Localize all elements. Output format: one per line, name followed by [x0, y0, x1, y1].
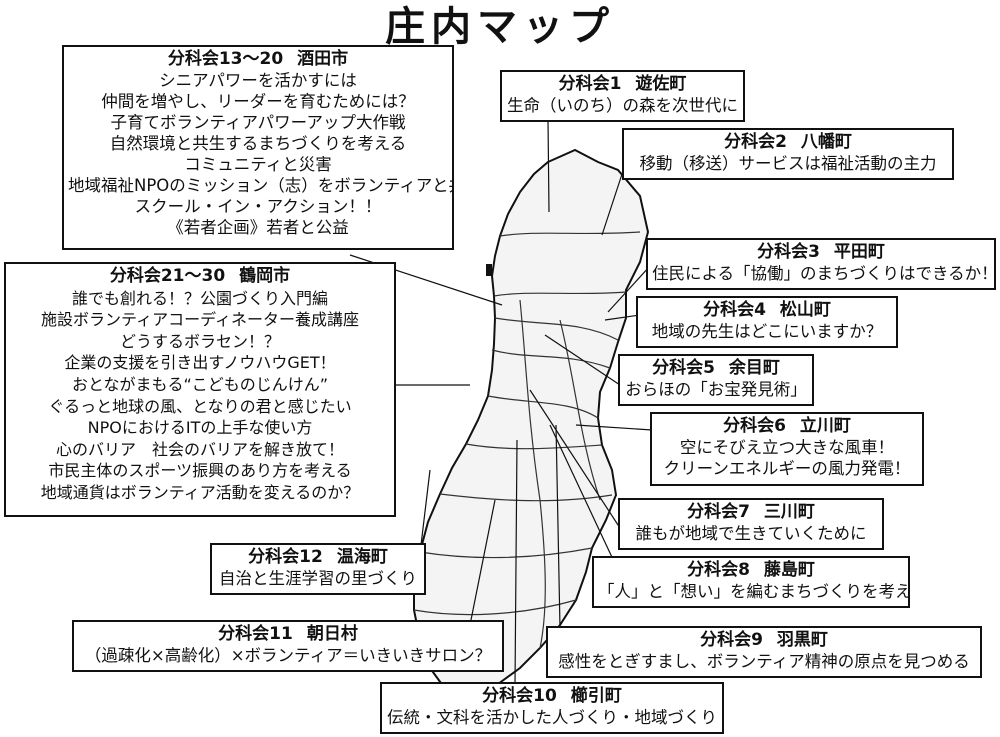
sakata-port-marker	[486, 264, 492, 276]
topic-line: 市民主体のスポーツ振興のあり方を考える	[48, 461, 352, 481]
topic-line: 子育てボランティアパワーアップ大作戦	[110, 113, 406, 132]
session-box-sakata: 分科会13～20 酒田市 シニアパワーを活かすには 仲間を増やし、リーダーを育むた…	[62, 45, 454, 250]
topic-line: 生命（いのち）の森を次世代に	[507, 96, 738, 115]
session-number: 分科会5	[652, 358, 715, 378]
session-number: 分科会1	[558, 74, 622, 94]
session-box-tachikawa: 分科会6 立川町 空にそびえ立つ大きな風車！ クリーンエネルギーの風力発電！	[650, 412, 924, 486]
town-name: 酒田市	[297, 49, 349, 69]
town-name: 松山町	[779, 300, 831, 320]
topic-line: 《若者企画》若者と公益	[167, 218, 349, 237]
session-number: 分科会4	[703, 300, 766, 320]
town-name: 藤島町	[763, 560, 815, 580]
topic-line: 空にそびえ立つ大きな風車！	[679, 438, 895, 457]
municipal-boundaries	[413, 231, 641, 649]
session-number: 分科会8	[687, 560, 750, 580]
session-box-asahi: 分科会11 朝日村 （過疎化×高齢化）×ボランティア＝いきいきサロン？	[72, 620, 504, 672]
map-title: 庄内マップ	[385, 4, 615, 50]
session-box-yawata: 分科会2 八幡町 移動（移送）サービスは福祉活動の主力	[622, 128, 954, 180]
topic-line: 移動（移送）サービスは福祉活動の主力	[639, 154, 937, 173]
town-name: 立川町	[799, 416, 851, 436]
topic-line: ぐるっと地球の風、となりの君と感じたい	[48, 396, 352, 416]
town-name: 遊佐町	[635, 74, 687, 94]
session-number: 分科会7	[687, 502, 750, 522]
town-name: 羽黒町	[776, 630, 828, 650]
topic-line: 地域の先生はどこにいますか？	[651, 322, 883, 341]
session-box-hirata: 分科会3 平田町 住民による「協働」のまちづくりはできるか！	[646, 238, 996, 290]
town-name: 三川町	[763, 502, 815, 522]
town-name: 鶴岡市	[239, 266, 291, 286]
topic-line: 施設ボランティアコーディネーター養成講座	[41, 310, 359, 330]
topic-line: コミュニティと災害	[184, 155, 332, 174]
town-name: 朝日村	[306, 624, 358, 644]
topic-line: 地域通貨はボランティア活動を変えるのか？	[40, 482, 360, 502]
topic-line: クリーンエネルギーの風力発電！	[663, 459, 911, 478]
topic-line: （過疎化×高齢化）×ボランティア＝いきいきサロン？	[84, 646, 492, 665]
session-number: 分科会13～20	[167, 49, 284, 69]
town-name: 平田町	[833, 242, 885, 262]
town-name: 温海町	[336, 547, 388, 567]
town-name: 八幡町	[800, 132, 852, 152]
topic-line: 感性をとぎすまし、ボランティア精神の原点を見つめる	[558, 652, 970, 671]
session-box-yuza: 分科会1 遊佐町 生命（いのち）の森を次世代に	[500, 70, 745, 122]
session-box-tsuruoka: 分科会21～30 鶴岡市 誰でも創れる！？公園づくり入門編 施設ボランティアコーデ…	[4, 262, 396, 517]
session-box-haguro: 分科会9 羽黒町 感性をとぎすまし、ボランティア精神の原点を見つめる	[546, 626, 982, 678]
topic-line: どうするボラセン！？	[119, 331, 280, 351]
topic-line: 地域福祉NPOのミッション（志）をボランティアと共に	[68, 176, 454, 195]
topic-line: 誰もが地域で生きていくために	[635, 524, 867, 543]
topic-line: おとながまもる“こどものじんけん”	[71, 374, 329, 394]
topic-line: 企業の支援を引き出すノウハウGET！	[64, 353, 336, 373]
topic-line: 自治と生涯学習の里づくり	[219, 569, 417, 588]
session-box-amarume: 分科会5 余目町 おらほの「お宝発見術」	[618, 354, 814, 406]
session-number: 分科会9	[700, 630, 763, 650]
topic-line: 自然環境と共生するまちづくりを考える	[109, 134, 407, 153]
session-number: 分科会12	[248, 547, 323, 567]
topic-line: 伝統・文科を活かした人づくり・地域づくり	[387, 708, 717, 727]
session-number: 分科会11	[218, 624, 293, 644]
topic-line: 仲間を増やし、リーダーを育むためには？	[101, 92, 415, 111]
session-number: 分科会2	[724, 132, 787, 152]
town-name: 櫛引町	[570, 686, 622, 706]
town-name: 余目町	[728, 358, 780, 378]
topic-line: 誰でも創れる！？公園づくり入門編	[71, 288, 328, 308]
topic-line: スクール・イン・アクション！！	[134, 197, 382, 216]
topic-line: シニアパワーを活かすには	[159, 71, 357, 90]
topic-line: 心のバリア 社会のバリアを解き放て！	[55, 439, 344, 459]
session-box-atsumi: 分科会12 温海町 自治と生涯学習の里づくり	[210, 543, 426, 595]
session-box-matsuyama: 分科会4 松山町 地域の先生はどこにいますか？	[636, 296, 898, 348]
topic-line: 「人」と「想い」を編むまちづくりを考える	[598, 582, 910, 601]
session-number: 分科会6	[723, 416, 786, 436]
topic-line: おらほの「お宝発見術」	[625, 380, 807, 399]
session-number: 分科会3	[757, 242, 820, 262]
session-number: 分科会21～30	[109, 266, 226, 286]
topic-line: 住民による「協働」のまちづくりはできるか！	[652, 264, 996, 283]
session-box-kushibiki: 分科会10 櫛引町 伝統・文科を活かした人づくり・地域づくり	[380, 682, 724, 734]
session-number: 分科会10	[482, 686, 557, 706]
topic-line: NPOにおけるITの上手な使い方	[87, 418, 313, 438]
session-box-mikawa: 分科会7 三川町 誰もが地域で生きていくために	[618, 498, 884, 550]
session-box-fujishima: 分科会8 藤島町 「人」と「想い」を編むまちづくりを考える	[592, 556, 910, 608]
